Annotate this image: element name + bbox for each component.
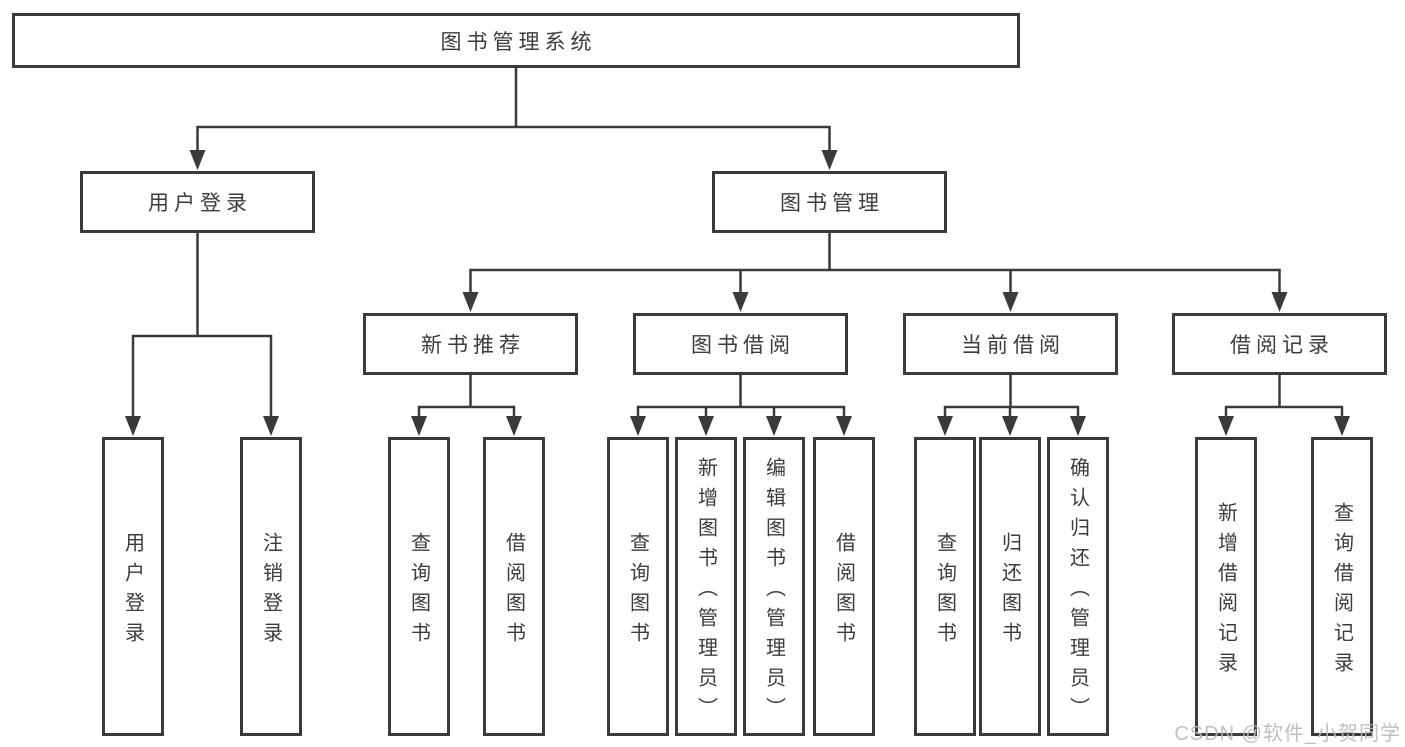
- node-book-management: 图书管理: [712, 171, 947, 233]
- leaf-query-books-recommendation: 查询图书: [388, 437, 450, 736]
- edge-current-to-leaves: [943, 373, 1080, 424]
- leaf-query-books-borrowing: 查询图书: [607, 437, 669, 736]
- leaf-return-books: 归还图书: [979, 437, 1041, 736]
- leaf-confirm-return-admin: 确认归还（管理员）: [1047, 437, 1109, 736]
- edge-borrowing-to-leaves: [636, 373, 846, 424]
- edge-records-to-leaves: [1224, 373, 1344, 424]
- edge-root-to-level2: [196, 66, 831, 158]
- leaf-user-login: 用户登录: [102, 437, 164, 736]
- node-new-book-recommendation: 新书推荐: [363, 313, 578, 375]
- leaf-borrow-books-recommendation: 借阅图书: [483, 437, 545, 736]
- edge-recommendation-to-leaves: [417, 373, 516, 424]
- node-user-login: 用户登录: [80, 171, 315, 233]
- node-book-borrowing: 图书借阅: [633, 313, 848, 375]
- leaf-query-borrow-record: 查询借阅记录: [1311, 437, 1373, 736]
- leaf-borrow-books-borrowing: 借阅图书: [813, 437, 875, 736]
- leaf-logout: 注销登录: [240, 437, 302, 736]
- leaf-add-books-admin: 新增图书（管理员）: [675, 437, 737, 736]
- leaf-add-borrow-record: 新增借阅记录: [1195, 437, 1257, 736]
- leaf-edit-books-admin: 编辑图书（管理员）: [743, 437, 805, 736]
- node-current-borrowing: 当前借阅: [903, 313, 1118, 375]
- edge-user-login-to-leaves: [131, 231, 273, 424]
- arrowheads: [125, 150, 1350, 436]
- csdn-watermark: CSDN @软件_小贺同学: [1174, 723, 1401, 745]
- leaf-query-books-current: 查询图书: [914, 437, 976, 736]
- edge-book-mgmt-to-level3: [469, 231, 1281, 300]
- node-borrowing-records: 借阅记录: [1172, 313, 1387, 375]
- node-library-management-system: 图书管理系统: [12, 13, 1020, 68]
